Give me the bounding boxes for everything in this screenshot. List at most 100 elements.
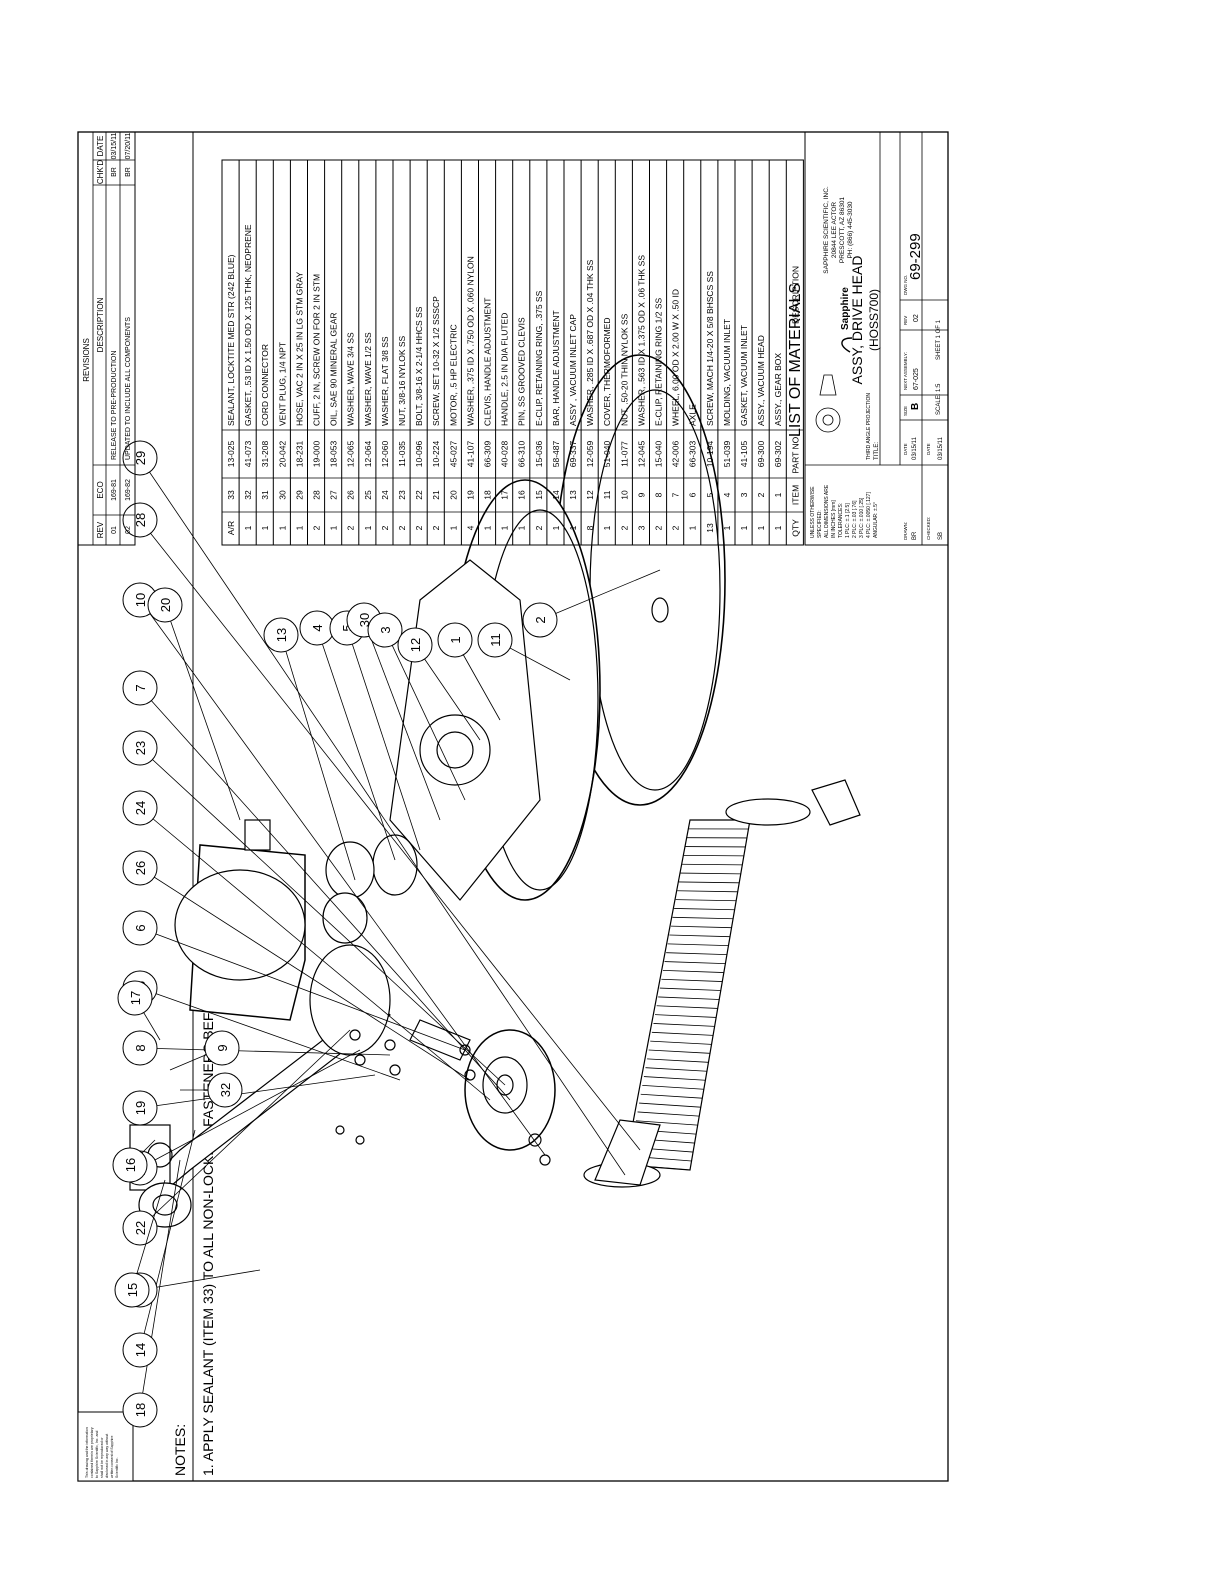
hose-rib — [675, 899, 737, 902]
bom-cell: 24 — [380, 490, 390, 500]
bom-cell: 11 — [602, 490, 612, 499]
hose-rib — [664, 961, 726, 964]
bom-cell: 58-487 — [551, 440, 561, 467]
bom-cell: 1 — [773, 492, 783, 497]
bom-description: WASHER, .563 ID X 1.375 OD X .06 THK SS — [636, 255, 646, 426]
note-1: 1. APPLY SEALANT (ITEM 33) TO ALL NON-LO… — [200, 941, 216, 1476]
callout-number: 23 — [133, 741, 148, 755]
bom-cell: 8 — [585, 525, 595, 530]
bom-description: GASKET, .53 ID X 1.50 OD X .125 THK, NEO… — [243, 224, 253, 426]
dwg-label: DWG NO. — [903, 275, 908, 295]
bom-cell: 10-096 — [414, 440, 424, 467]
bom-cell: 1 — [688, 525, 698, 530]
bom-cell: 3 — [739, 492, 749, 497]
notes-block: NOTES: 1. APPLY SEALANT (ITEM 33) TO ALL… — [172, 941, 216, 1476]
callout-23: 23 — [122, 730, 506, 1086]
company-line: PRESCOTT, AZ 86301 — [839, 197, 846, 263]
bom-cell: 1 — [551, 525, 561, 530]
bom-cell: 9 — [636, 492, 646, 497]
bom-cell: 11-035 — [397, 441, 407, 467]
bom-cell: 2 — [619, 525, 629, 530]
hose-rib — [677, 890, 738, 893]
bom-cell: 1 — [243, 525, 253, 530]
bom-cell: 7 — [671, 492, 681, 497]
bom-description: WASHER, WAVE 3/4 SS — [346, 332, 356, 426]
bom-cell: 20-042 — [277, 440, 287, 467]
bom-cell: 1 — [294, 525, 304, 530]
bom-cell: 14 — [551, 490, 561, 500]
hose-rib — [662, 969, 724, 973]
rev-cell: UPDATED TO INCLUDE ALL COMPONENTS — [125, 317, 132, 460]
bom-description: ASSY., GEAR BOX — [773, 353, 783, 426]
hose-rib — [640, 1093, 703, 1099]
hose-rib — [643, 1076, 706, 1081]
cuff-item-28-top — [811, 779, 861, 826]
callout-6: 6 — [122, 910, 466, 1051]
bom-cell: 12-064 — [363, 440, 373, 467]
bom-cell: 66-309 — [483, 440, 493, 467]
rev-cell: BR — [125, 167, 132, 177]
callout-2: 2 — [522, 569, 661, 638]
callout-number: 3 — [378, 626, 393, 633]
checked-label: CHECKED: — [926, 517, 931, 540]
bom-cell: 29 — [294, 490, 304, 500]
bom-description: VENT PLUG, 1/4 NPT — [277, 342, 287, 426]
hose-rib — [639, 1102, 701, 1108]
bom-description: ASSY., VACUUM HEAD — [756, 335, 766, 426]
bom-cell: 69-300 — [756, 440, 766, 467]
bom-header: QTY — [790, 519, 800, 537]
bom-description: OIL, SAE 90 MINERAL GEAR — [329, 312, 339, 426]
bom-cell: 13-025 — [226, 440, 236, 467]
callout-number: 29 — [133, 451, 148, 465]
bom-description: WASHER, FLAT 3/8 SS — [380, 336, 390, 426]
rev-cell: 02 — [125, 526, 132, 534]
bom-cell: 2 — [397, 525, 407, 530]
callout-number: 14 — [133, 1343, 148, 1357]
confidential-box: This drawing and the informationcontaine… — [77, 1411, 134, 1482]
bom-cell: 1 — [739, 525, 749, 530]
rev-cell: 169-82 — [125, 479, 132, 501]
hose-rib — [645, 1067, 707, 1072]
callout-number: 15 — [125, 1283, 140, 1297]
bom-cell: 22 — [414, 490, 424, 500]
wheel-item-7-mounted — [309, 944, 391, 1056]
callout-1: 1 — [437, 622, 501, 721]
bom-cell: 12 — [585, 490, 595, 500]
callout-number: 7 — [133, 684, 148, 691]
callout-number: 16 — [123, 1158, 138, 1172]
tolerance-line: TOLERANCES: — [838, 503, 844, 538]
company-line: 20844 LEE ACTOR — [831, 202, 838, 259]
bom-cell: 51-040 — [602, 440, 612, 467]
bom-cell: 12-065 — [346, 440, 356, 467]
next-assembly-value: 67-025 — [913, 368, 920, 390]
bom-cell: 1 — [602, 525, 612, 530]
callout-20: 20 — [147, 587, 241, 821]
bom-description: AXLE — [688, 404, 698, 426]
bom-cell: 45-027 — [448, 440, 458, 467]
bom-cell: 20 — [448, 490, 458, 500]
tolerance-line: 3 PLC: ±.010 [.25] — [859, 497, 865, 538]
company-line: SAPPHIRE SCIENTIFIC, INC. — [823, 186, 830, 274]
bom-cell: 1 — [722, 525, 732, 530]
rev-header: REV — [96, 521, 105, 538]
rev-cell: 169-81 — [111, 479, 118, 501]
bom-cell: 2 — [431, 525, 441, 530]
company-line: PH: (866) 445-3030 — [847, 201, 854, 258]
callout-number: 20 — [158, 598, 173, 612]
bom-cell: 41-105 — [739, 440, 749, 467]
hose-rib — [648, 1049, 711, 1054]
sheet-value: SHEET 1 OF 1 — [936, 319, 942, 360]
hose-rib — [658, 996, 720, 1000]
motor-item-20 — [174, 819, 306, 1021]
